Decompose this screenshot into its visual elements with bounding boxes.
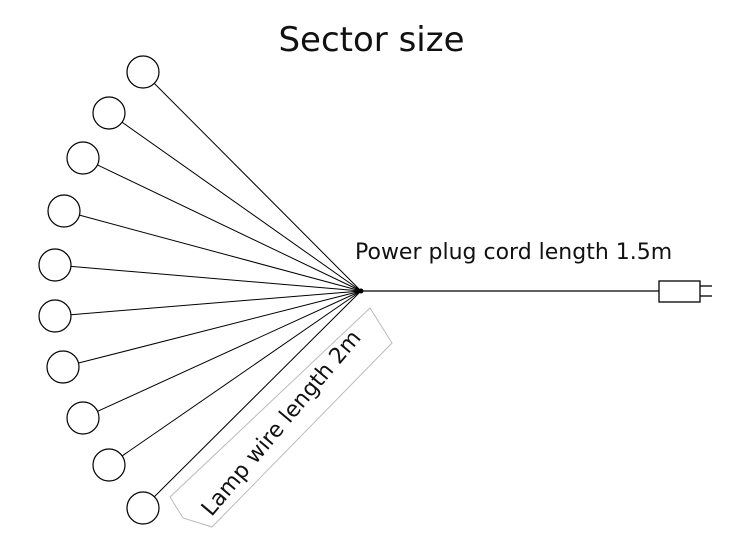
power-cord-label: Power plug cord length 1.5m [355,240,673,265]
lamp-wire [78,290,362,364]
lamp-bulb-icon [92,96,126,130]
lamp-bulb-icon [38,299,72,333]
lamp-bulb-icon [38,248,72,282]
lamp-bulb-icon [92,448,126,482]
lamp-bulb-icon [66,401,100,435]
lamp-wire [70,265,362,292]
lamp-wire [121,290,362,457]
lamp-wire [79,214,362,292]
lamp-wire [153,82,362,292]
lamp-bulb-icon [126,55,160,89]
lamp-bulb-icon [46,350,80,384]
lamp-wire [121,121,362,292]
diagram-title: Sector size [278,20,465,60]
lamp-wire [97,164,362,292]
lamp-wire-label-box [169,307,393,528]
lamp-wire [97,290,362,412]
hub-junction [358,288,364,294]
lamp-bulb-icon [126,491,160,525]
lamp-wire [70,290,362,316]
lamp-group [38,55,362,525]
lamp-wire [153,290,362,498]
lamp-bulb-icon [47,194,81,228]
lamp-bulb-icon [66,141,100,175]
power-plug-icon [658,280,712,303]
